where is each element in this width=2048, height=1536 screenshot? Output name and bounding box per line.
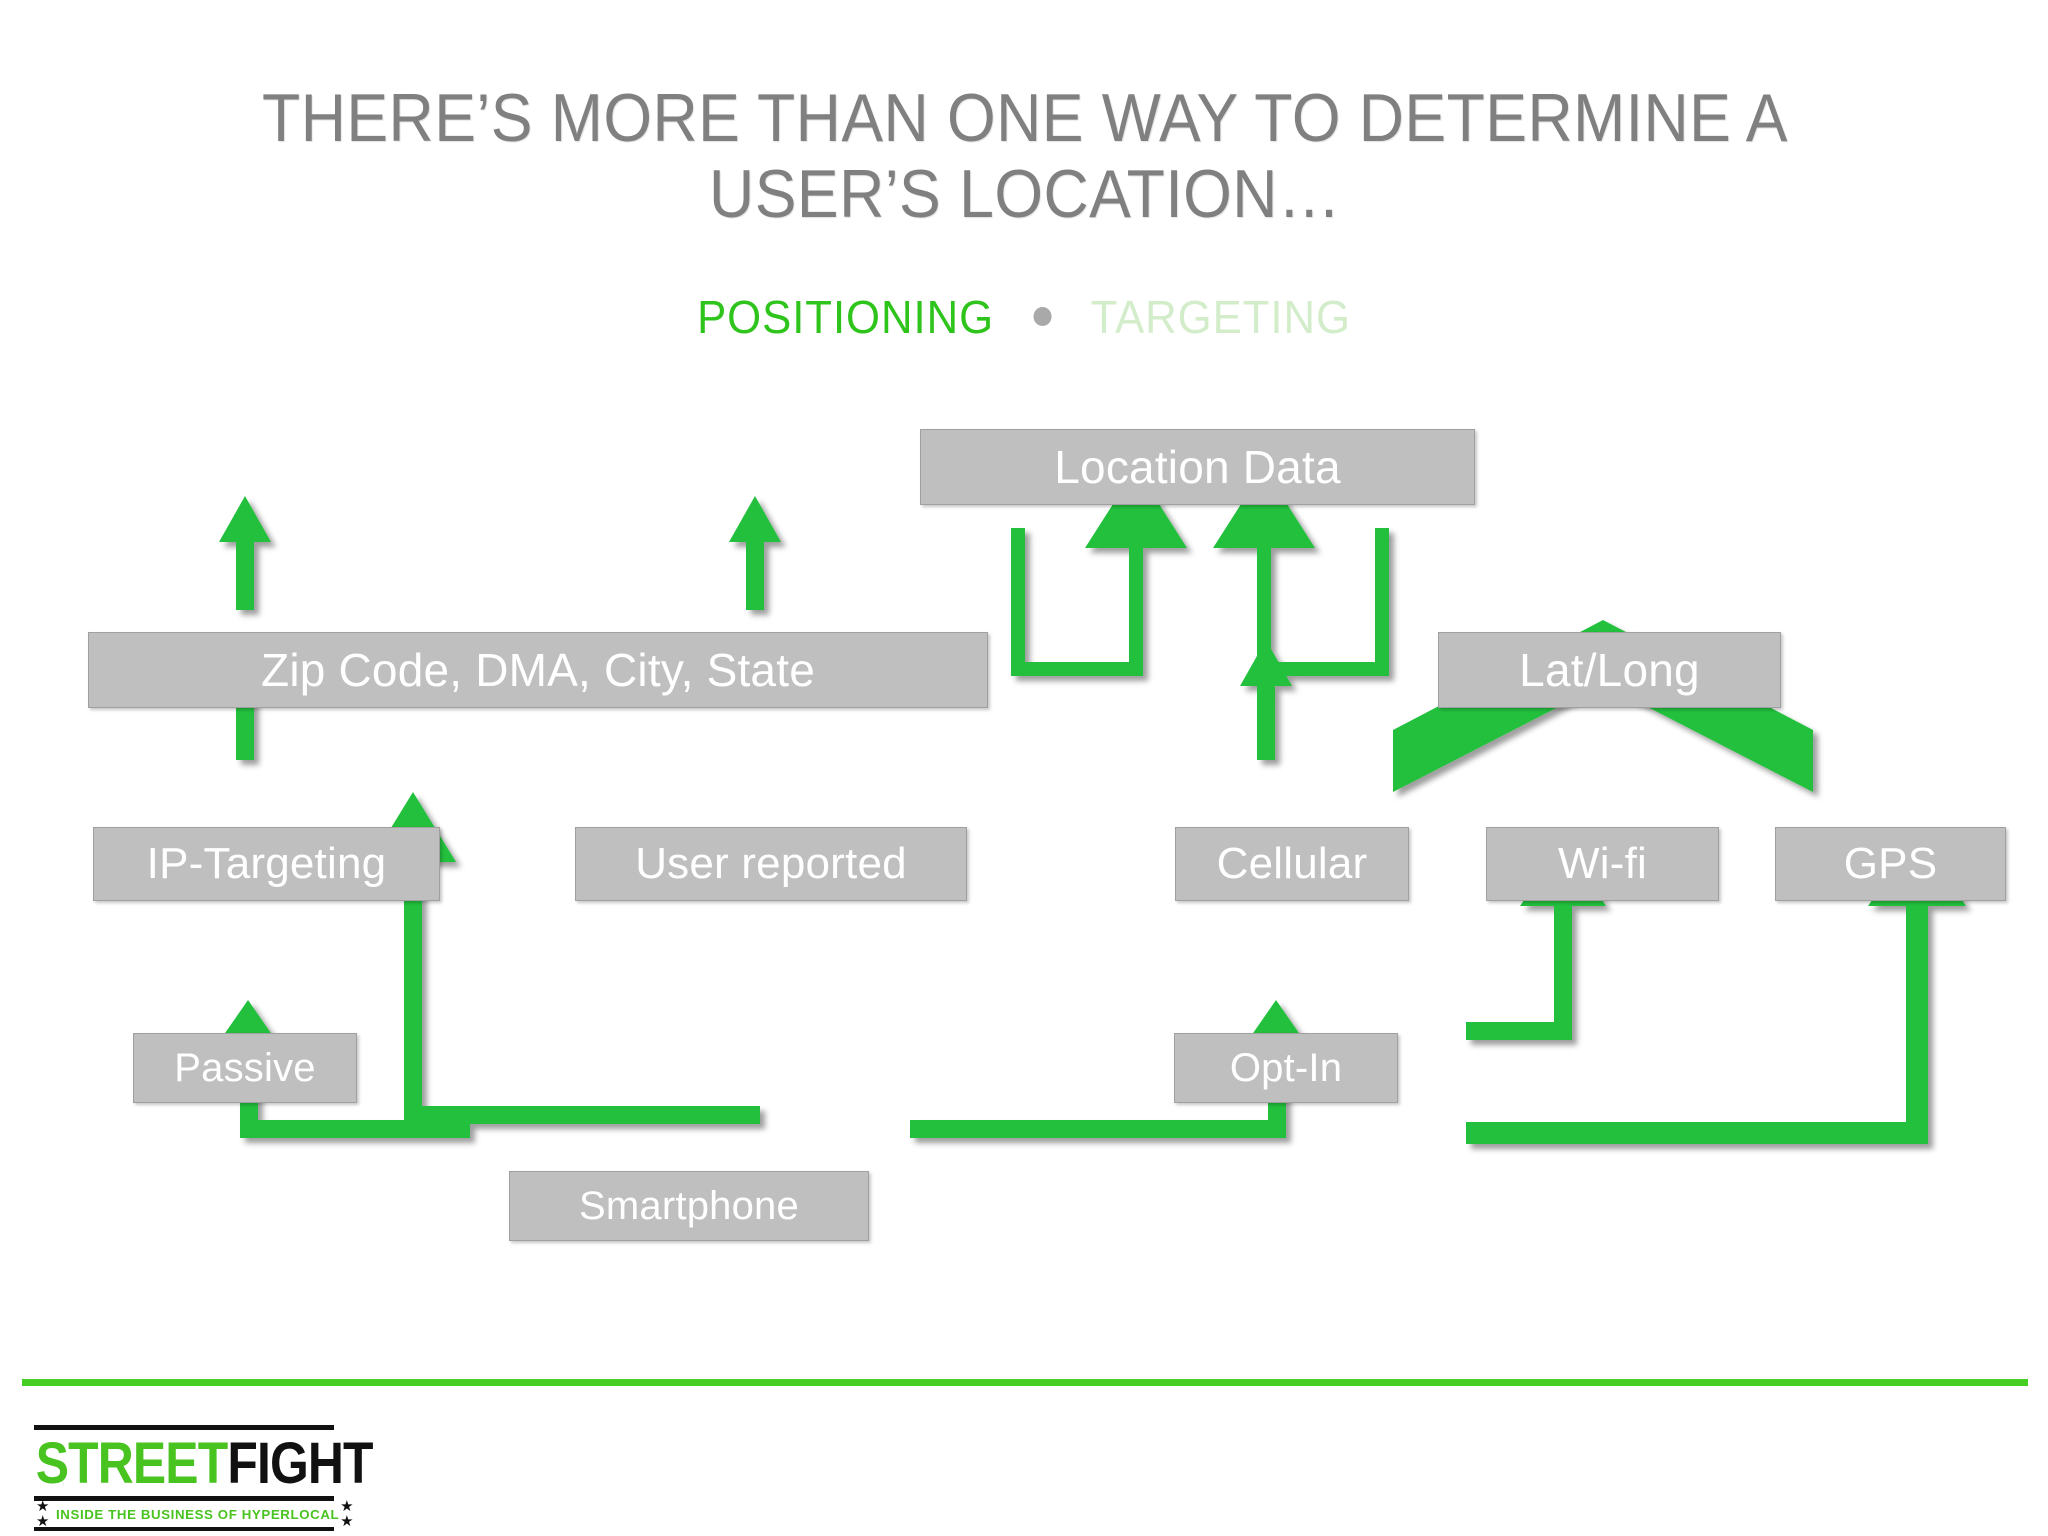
node-cellular[interactable]: Cellular (1175, 827, 1409, 901)
node-wifi[interactable]: Wi-fi (1486, 827, 1719, 901)
node-passive[interactable]: Passive (133, 1033, 357, 1103)
edge-smartphone-to-userreported (370, 792, 760, 1124)
subtitle-row: POSITIONING TARGETING (51, 290, 1997, 344)
bullet-dot-icon (1033, 307, 1052, 327)
edge-zip-to-location (1011, 468, 1187, 676)
edge-userreported-to-zip (729, 496, 781, 610)
node-user-reported[interactable]: User reported (575, 827, 967, 901)
star-icon-right: ★ ★ (340, 1498, 355, 1530)
subtitle-targeting-label: TARGETING (1090, 291, 1351, 343)
edge-smartphone-to-optin (910, 1000, 1319, 1138)
edge-latlong-to-location (1213, 468, 1389, 676)
logo-base-bar (34, 1527, 334, 1531)
logo-word-fight: FIGHT (227, 1431, 373, 1496)
node-smartphone[interactable]: Smartphone (509, 1171, 869, 1241)
edge-optin-to-cellular (1240, 640, 1292, 760)
page-title: THERE’S MORE THAN ONE WAY TO DETERMINE A… (262, 80, 1788, 233)
edge-ip-to-zip (219, 496, 271, 610)
node-lat-long[interactable]: Lat/Long (1438, 632, 1781, 708)
footer-rule (22, 1379, 2028, 1386)
node-location-data[interactable]: Location Data (920, 429, 1475, 505)
logo-tagline: INSIDE THE BUSINESS OF HYPERLOCAL (56, 1506, 340, 1522)
star-icon-left: ★ ★ (36, 1498, 51, 1530)
logo-top-bar (34, 1425, 334, 1430)
logo-bottom-bar (34, 1496, 334, 1501)
node-ip-targeting[interactable]: IP-Targeting (93, 827, 440, 901)
node-opt-in[interactable]: Opt-In (1174, 1033, 1398, 1103)
logo-wordmark: STREETFIGHT (34, 1430, 374, 1496)
logo-tagline-row: ★ ★ INSIDE THE BUSINESS OF HYPERLOCAL ★ … (34, 1499, 354, 1529)
node-gps[interactable]: GPS (1775, 827, 2006, 901)
logo-word-street: STREET (35, 1431, 228, 1496)
streetfight-logo: STREETFIGHT ★ ★ INSIDE THE BUSINESS OF H… (34, 1425, 374, 1531)
node-zip-dma[interactable]: Zip Code, DMA, City, State (88, 632, 988, 708)
subtitle-positioning-label: POSITIONING (697, 291, 995, 343)
